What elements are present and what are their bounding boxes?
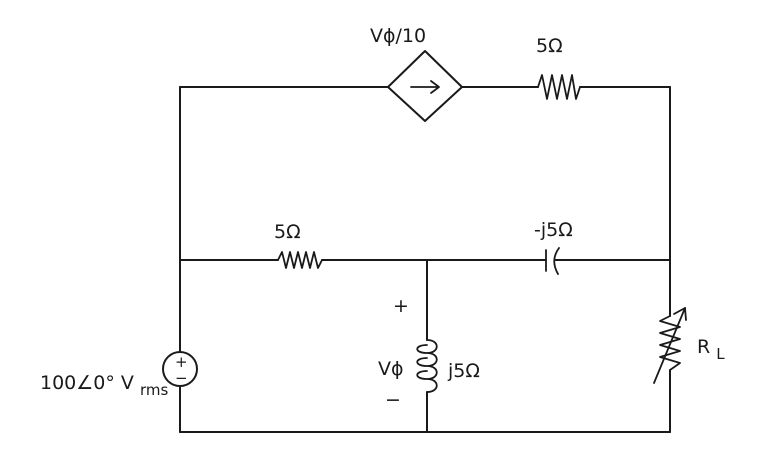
- voltage-source-minus: −: [175, 369, 188, 387]
- voltage-source: + − 100∠0° V rms: [40, 351, 198, 399]
- control-voltage-plus: +: [393, 295, 409, 317]
- resistor-mid-label: 5Ω: [274, 221, 301, 243]
- capacitor-plate-right: [553, 247, 560, 275]
- dependent-current-source: Vϕ/10: [370, 25, 463, 122]
- capacitor-label: -j5Ω: [534, 219, 573, 241]
- inductor-coil-icon: [416, 339, 438, 393]
- inductor-label: j5Ω: [447, 360, 480, 382]
- resistor-mid: 5Ω: [274, 221, 323, 269]
- control-voltage-minus: −: [385, 389, 401, 411]
- control-voltage-name: Vϕ: [378, 358, 404, 380]
- resistor-top: 5Ω: [536, 35, 581, 100]
- variable-arrow-icon: [653, 307, 686, 384]
- resistor-top-label: 5Ω: [536, 35, 563, 57]
- capacitor: -j5Ω: [534, 219, 573, 275]
- voltage-source-label-main: 100∠0° V: [40, 372, 134, 394]
- voltage-source-label: 100∠0° V rms: [40, 372, 168, 399]
- load-resistor-label-sub: L: [716, 345, 725, 363]
- diamond-icon: [387, 50, 463, 122]
- load-resistor: R L: [653, 307, 725, 384]
- control-voltage: + Vϕ −: [378, 295, 409, 411]
- load-resistor-label-main: R: [697, 336, 710, 358]
- resistor-mid-icon: [277, 251, 323, 269]
- voltage-source-label-sub: rms: [140, 381, 169, 399]
- variable-arrow-head: [673, 307, 687, 321]
- voltage-source-plus: +: [175, 353, 188, 371]
- inductor: j5Ω: [416, 339, 480, 393]
- dependent-source-label: Vϕ/10: [370, 25, 426, 47]
- load-resistor-label: R L: [697, 336, 725, 363]
- arrow-head: [430, 80, 440, 94]
- wires: [179, 86, 671, 433]
- voltage-source-icon: [162, 351, 198, 387]
- resistor-top-icon: [537, 74, 581, 100]
